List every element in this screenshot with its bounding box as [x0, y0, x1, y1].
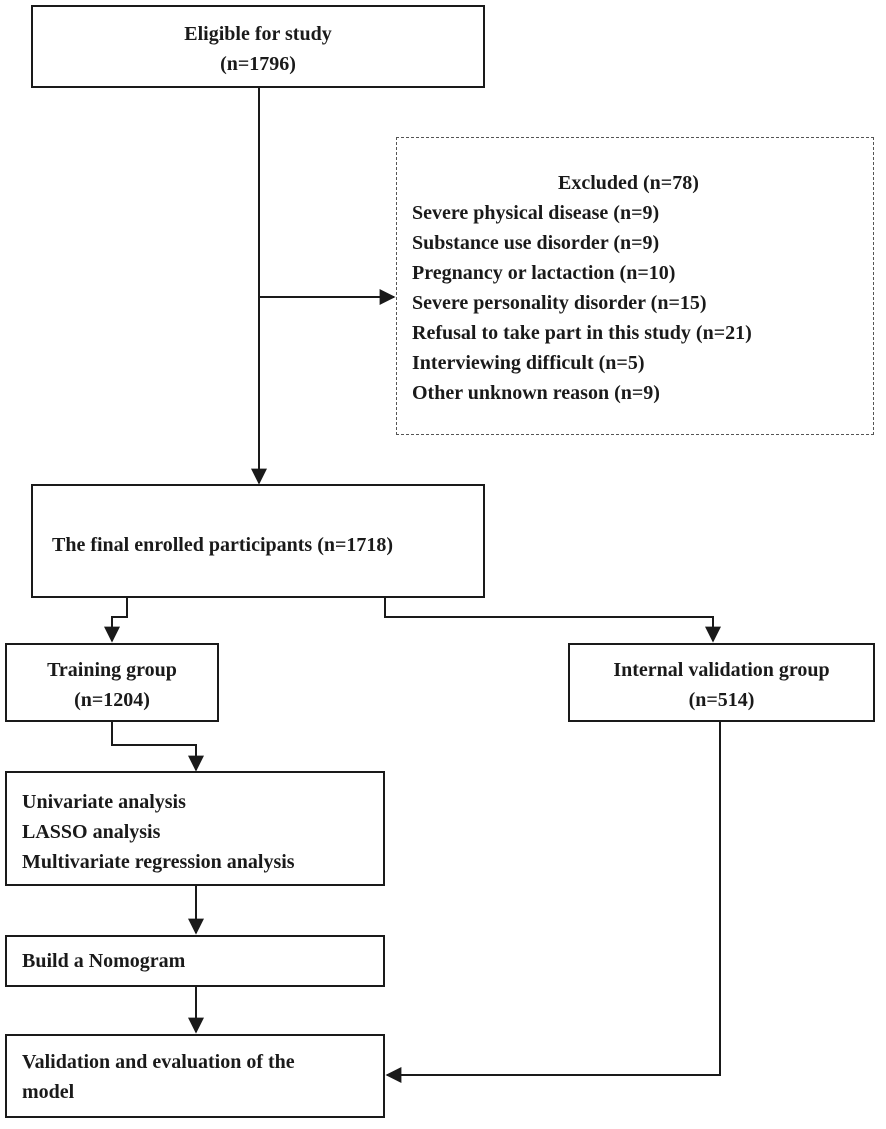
evaluation-box: Validation and evaluation of the model	[5, 1034, 385, 1118]
evaluation-line: model	[22, 1081, 75, 1103]
eligible-box: Eligible for study (n=1796)	[31, 5, 485, 88]
excluded-reason: Pregnancy or lactaction (n=10)	[412, 262, 676, 284]
excluded-reason: Substance use disorder (n=9)	[412, 232, 660, 254]
eligible-title: Eligible for study	[184, 23, 332, 45]
excluded-title: Excluded (n=78)	[558, 172, 699, 194]
analysis-item: LASSO analysis	[22, 821, 161, 843]
analysis-item: Univariate analysis	[22, 791, 186, 813]
validation-group-count: (n=514)	[688, 689, 755, 711]
analysis-item: Multivariate regression analysis	[22, 851, 295, 873]
excluded-reason: Refusal to take part in this study (n=21…	[412, 322, 752, 344]
nomogram-box: Build a Nomogram	[5, 935, 385, 987]
validation-group-title: Internal validation group	[613, 659, 830, 681]
arrow-enrolled-to-validation	[384, 598, 721, 643]
arrow-validation-to-evaluation	[385, 722, 721, 1083]
enrolled-box: The final enrolled participants (n=1718)	[31, 484, 485, 598]
nomogram-label: Build a Nomogram	[22, 950, 186, 972]
arrow-enrolled-to-training	[104, 598, 128, 643]
training-group-box: Training group (n=1204)	[5, 643, 219, 722]
excluded-reason: Interviewing difficult (n=5)	[412, 352, 645, 374]
eligible-count: (n=1796)	[220, 53, 296, 75]
evaluation-line: Validation and evaluation of the	[22, 1051, 295, 1073]
enrolled-label: The final enrolled participants (n=1718)	[52, 534, 394, 556]
excluded-reason: Severe physical disease (n=9)	[412, 202, 660, 224]
excluded-reason: Severe personality disorder (n=15)	[412, 292, 707, 314]
excluded-reason: Other unknown reason (n=9)	[412, 382, 660, 404]
training-group-title: Training group	[47, 659, 177, 681]
excluded-box: Excluded (n=78) Severe physical disease …	[396, 137, 874, 435]
validation-group-box: Internal validation group (n=514)	[568, 643, 875, 722]
analysis-box: Univariate analysis LASSO analysis Multi…	[5, 771, 385, 886]
arrow-training-to-analysis	[111, 722, 204, 772]
training-group-count: (n=1204)	[74, 689, 150, 711]
